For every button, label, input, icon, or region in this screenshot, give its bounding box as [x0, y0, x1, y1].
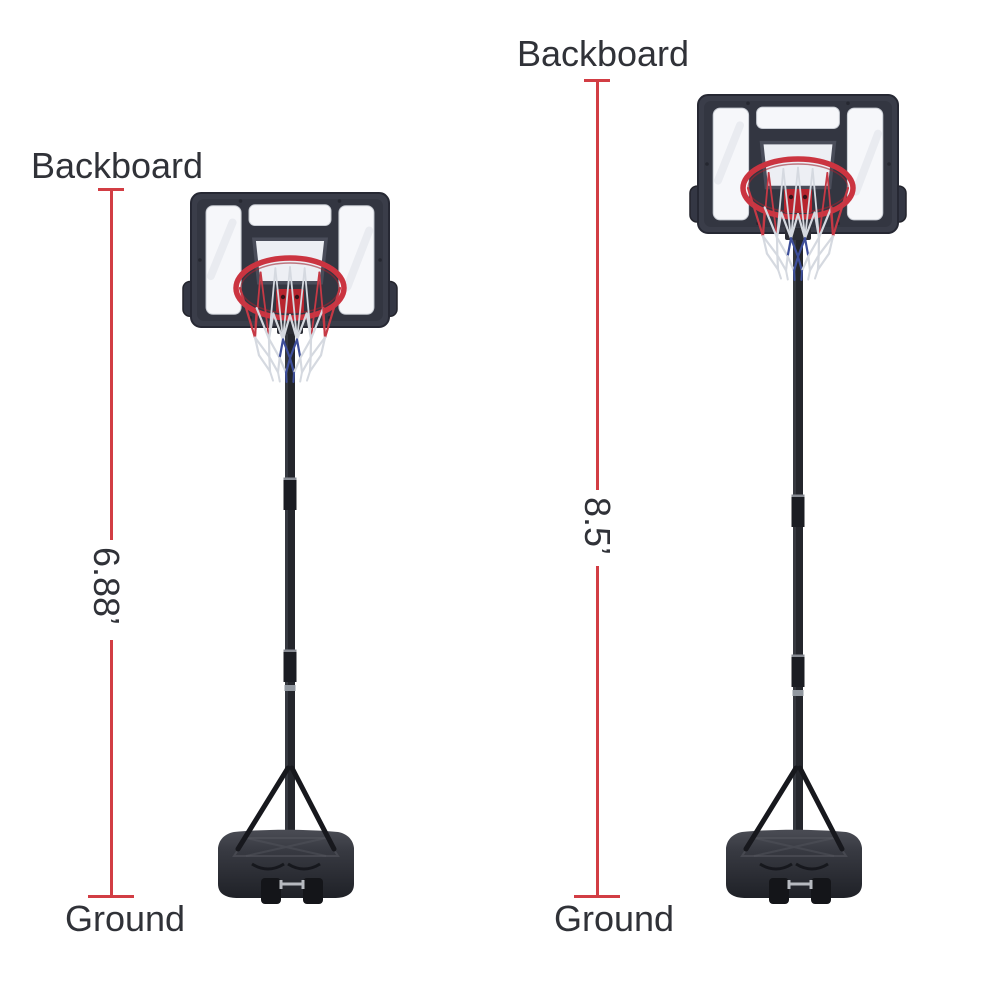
backboard-label-left: Backboard [30, 145, 204, 186]
height-value-right: 8.5’ [577, 496, 618, 556]
measurement-line-upper-left [110, 188, 113, 540]
basketball-hoop-left [182, 192, 398, 904]
basketball-hoop-right [689, 94, 907, 904]
measurement-line-bottom-cap-left [88, 895, 134, 898]
backboard-label-right: Backboard [516, 33, 690, 74]
measurement-line-bottom-cap-right [574, 895, 620, 898]
measurement-line-lower-right [596, 566, 599, 898]
height-value-left: 6.88’ [86, 546, 127, 626]
measurement-line-upper-right [596, 79, 599, 490]
measurement-line-lower-left [110, 640, 113, 898]
ground-label-left: Ground [64, 898, 186, 939]
ground-label-right: Ground [553, 898, 675, 939]
